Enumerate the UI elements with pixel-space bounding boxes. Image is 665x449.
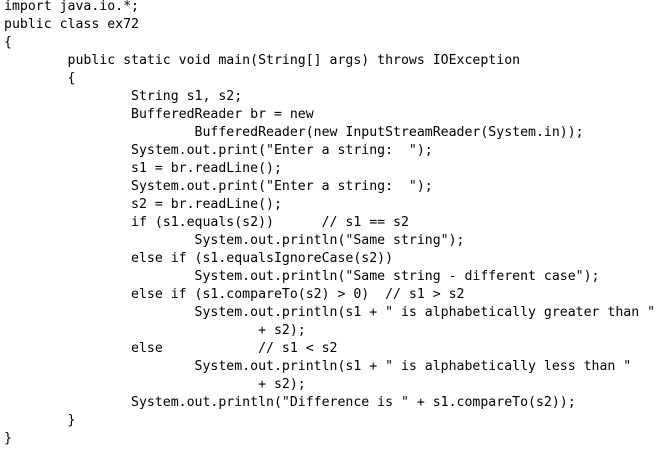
code-line-print-different-case: System.out.println("Same string - differ… xyxy=(4,269,600,284)
code-line-read-s2: s2 = br.readLine(); xyxy=(4,197,282,212)
code-line-read-s1: s1 = br.readLine(); xyxy=(4,161,282,176)
code-line-class-declaration: public class ex72 xyxy=(4,17,139,32)
code-line-print-greater: System.out.println(s1 + " is alphabetica… xyxy=(4,305,656,320)
code-line-print-less: System.out.println(s1 + " is alphabetica… xyxy=(4,359,632,374)
code-line-method-open-brace: { xyxy=(4,71,76,86)
code-line-else-if-ignore-case: else if (s1.equalsIgnoreCase(s2)) xyxy=(4,251,394,266)
code-line-buffered-reader: BufferedReader br = new xyxy=(4,107,314,122)
code-line-print-same: System.out.println("Same string"); xyxy=(4,233,465,248)
code-line-prompt-1: System.out.print("Enter a string: "); xyxy=(4,143,433,158)
code-line-class-open-brace: { xyxy=(4,35,12,50)
code-line-class-close-brace: } xyxy=(4,431,12,446)
code-line-else-if-compare: else if (s1.compareTo(s2) > 0) // s1 > s… xyxy=(4,287,465,302)
code-line-else: else // s1 < s2 xyxy=(4,341,338,356)
code-line-if-equals: if (s1.equals(s2)) // s1 == s2 xyxy=(4,215,409,230)
code-line-import: import java.io.*; xyxy=(4,0,139,14)
code-line-buffered-reader-init: BufferedReader(new InputStreamReader(Sys… xyxy=(4,125,584,140)
code-line-declare-strings: String s1, s2; xyxy=(4,89,243,104)
code-line-print-less-cont: + s2); xyxy=(4,377,306,392)
code-line-print-greater-cont: + s2); xyxy=(4,323,306,338)
code-line-print-difference: System.out.println("Difference is " + s1… xyxy=(4,395,576,410)
code-line-main-method: public static void main(String[] args) t… xyxy=(4,53,521,68)
code-line-method-close-brace: } xyxy=(4,413,76,428)
code-line-prompt-2: System.out.print("Enter a string: "); xyxy=(4,179,433,194)
